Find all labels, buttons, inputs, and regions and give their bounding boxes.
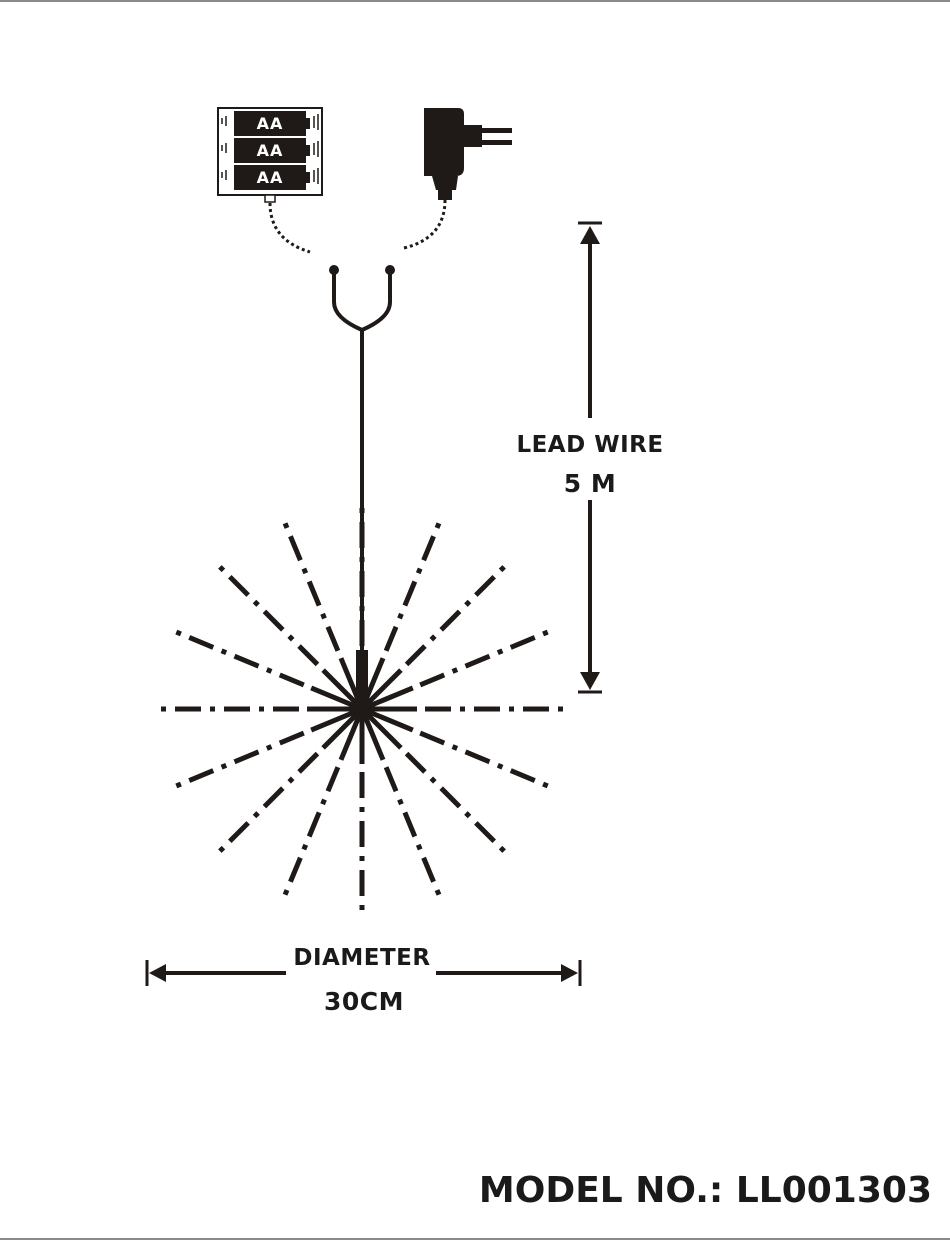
starburst-ray-core <box>361 685 414 712</box>
battery-cell-3: AA <box>234 165 310 190</box>
starburst-ray-core <box>359 657 386 710</box>
model-number: MODEL NO.: LL001303 <box>479 1170 932 1211</box>
lead-wire-label: LEAD WIRE <box>516 432 663 458</box>
starburst-ray <box>171 730 305 790</box>
starburst-ray-core <box>338 657 365 710</box>
starburst-ray <box>419 730 553 790</box>
starburst-ray-core <box>360 707 403 750</box>
diameter-value: 30CM <box>324 987 404 1016</box>
adapter-cable <box>403 199 447 250</box>
starburst-ray <box>171 628 305 688</box>
starburst-ray <box>215 751 320 856</box>
starburst-ray <box>383 518 443 652</box>
starburst-ray-core <box>321 707 364 750</box>
starburst-ray <box>281 518 341 652</box>
power-adapter-icon <box>424 108 512 200</box>
starburst-ray <box>404 562 509 667</box>
battery-box-icon: AA AA AA <box>217 107 323 203</box>
starburst-ray-core <box>338 708 365 761</box>
diameter-dimension: DIAMETER 30CM <box>145 945 582 1016</box>
battery-cell-label: AA <box>257 114 284 133</box>
starburst-ray-core <box>310 685 363 712</box>
starburst-ray <box>383 766 443 900</box>
lead-wire-length: 5 M <box>564 469 616 498</box>
starburst-ray-core <box>360 668 403 711</box>
starburst-ray <box>419 628 553 688</box>
battery-cell-label: AA <box>257 168 284 187</box>
starburst-ray-core <box>321 668 364 711</box>
battery-cell-label: AA <box>257 141 284 160</box>
diameter-label: DIAMETER <box>293 945 430 971</box>
starburst-ray <box>215 562 320 667</box>
starburst-ray <box>281 766 341 900</box>
battery-cell-2: AA <box>234 138 310 163</box>
starburst-ray-core <box>359 708 386 761</box>
starburst-ray-core <box>361 706 414 733</box>
battery-cable <box>268 202 311 254</box>
battery-cell-1: AA <box>234 111 310 136</box>
starburst-ray <box>404 751 509 856</box>
starburst-light <box>157 504 567 914</box>
lead-wire-dimension: LEAD WIRE 5 M <box>516 221 663 694</box>
starburst-ray-core <box>310 706 363 733</box>
